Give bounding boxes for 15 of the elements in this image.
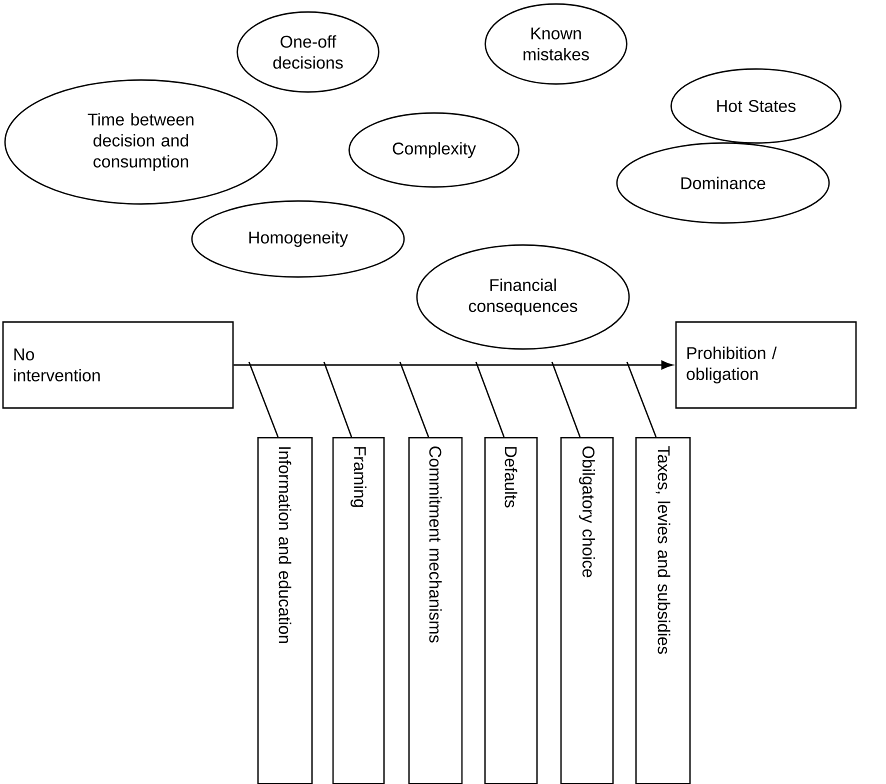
- connector-line: [323, 362, 352, 438]
- connector-line: [551, 362, 581, 438]
- connector-line: [475, 362, 505, 438]
- endpoint-box: No intervention: [2, 321, 234, 409]
- connector-line: [248, 362, 279, 438]
- instrument-box: Taxes, levies and subsidies: [635, 437, 691, 784]
- arrow: [234, 360, 673, 370]
- instrument-box: Framing: [332, 437, 385, 784]
- connector-line: [399, 362, 430, 438]
- connector-line: [626, 362, 657, 438]
- instrument-box: Information and education: [257, 437, 313, 784]
- instrument-box: Defaults: [484, 437, 538, 784]
- endpoint-box: Prohibition / obligation: [675, 321, 857, 409]
- instrument-box: Obilgatory choice: [560, 437, 614, 784]
- instrument-box: Commitment mechanisms: [408, 437, 463, 784]
